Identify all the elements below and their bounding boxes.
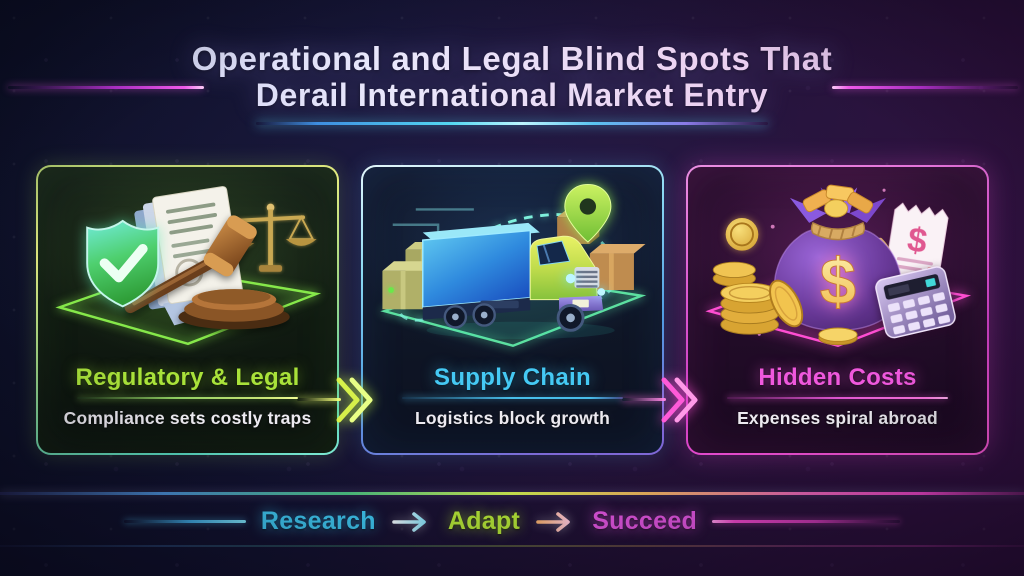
shield-gavel-scales-documents-icon [38,170,337,364]
footer-flow: Research Adapt Succeed [0,503,1024,539]
card-regulatory-legal: Regulatory & Legal Compliance sets costl… [36,165,339,455]
money-bag-coins-calculator-icon: $ [688,170,987,364]
truck-boxes-map-pin-icon [363,170,662,364]
double-chevron-right-icon [658,374,700,426]
card-subtitle: Expenses spiral abroad [737,408,938,428]
card-heading: Hidden Costs [758,364,917,391]
footer-gradient-line [0,492,1024,495]
card-heading: Supply Chain [434,364,591,391]
right-arrow-icon [392,512,426,532]
card-divider [726,397,949,399]
card-heading: Regulatory & Legal [75,364,300,391]
step-research-label: Research [260,506,376,535]
title-line-2: Derail International Market Entry [0,77,1024,113]
title-line-1: Operational and Legal Blind Spots That [0,40,1024,77]
card-divider [76,397,299,399]
double-chevron-right-icon [333,374,375,426]
step-adapt-label: Adapt [447,506,521,535]
right-arrow-icon [536,512,570,532]
footer-flank-line-left [123,519,246,523]
card-subtitle: Compliance sets costly traps [63,408,312,428]
card-supply-chain: Supply Chain Logistics block growth [361,165,664,455]
page-title: Operational and Legal Blind Spots That D… [0,40,1024,113]
title-underline [256,122,768,125]
card-divider [401,397,624,399]
footer-faint-line [0,545,1024,547]
svg-text:$: $ [820,244,856,317]
step-succeed-label: Succeed [592,506,698,535]
card-subtitle: Logistics block growth [415,408,610,428]
card-hidden-costs: $ [686,165,989,455]
footer-flank-line-right [712,519,901,523]
